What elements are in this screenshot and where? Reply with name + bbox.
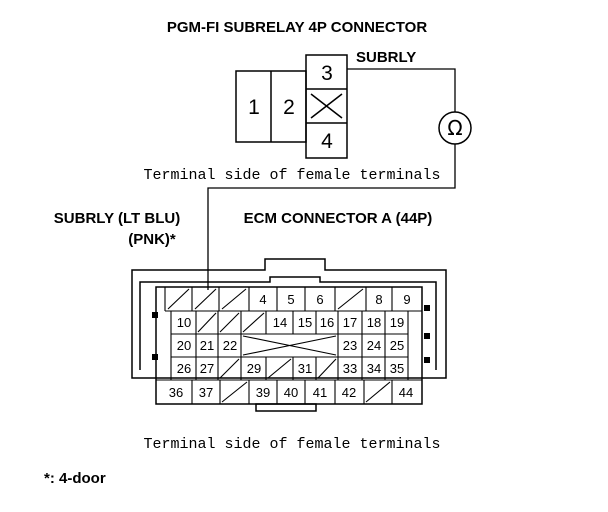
ecm-connector-housing: [131, 258, 447, 412]
ecm-pin-21: 21: [200, 338, 214, 353]
ohm-symbol: Ω: [447, 116, 462, 140]
ecm-pin-42: 42: [342, 385, 356, 400]
ecm-pin-40: 40: [284, 385, 298, 400]
ecm-pin-16: 16: [320, 315, 334, 330]
ecm-pin-39: 39: [256, 385, 270, 400]
ecm-pin-14: 14: [273, 315, 287, 330]
ecm-pin-8: 8: [375, 292, 382, 307]
subrelay-connector-title: PGM-FI SUBRELAY 4P CONNECTOR: [167, 19, 427, 36]
ecm-pin-44: 44: [399, 385, 413, 400]
ecm-pin-5: 5: [287, 292, 294, 307]
ecm-pin-grid: [156, 287, 422, 404]
ecm-pin-17: 17: [343, 315, 357, 330]
subrelay-pin-4: 4: [321, 130, 333, 153]
ecm-pin-23: 23: [343, 338, 357, 353]
footnote: *: 4-door: [44, 470, 106, 487]
ecm-pin-41: 41: [313, 385, 327, 400]
ecm-pin-9: 9: [403, 292, 410, 307]
ecm-pin-6: 6: [316, 292, 323, 307]
ecm-pin-37: 37: [199, 385, 213, 400]
ecm-pin-33: 33: [343, 361, 357, 376]
ecm-connector-title: ECM CONNECTOR A (44P): [244, 210, 433, 227]
ecm-pin-31: 31: [298, 361, 312, 376]
ecm-pin-20: 20: [177, 338, 191, 353]
ecm-pin-34: 34: [367, 361, 381, 376]
wire-to-ohmmeter: [347, 68, 456, 112]
ecm-pin-10: 10: [177, 315, 191, 330]
ecm-pin-35: 35: [390, 361, 404, 376]
subrelay-pin-1: 1: [248, 96, 260, 119]
ecm-pin-15: 15: [298, 315, 312, 330]
subrelay-pin-3: 3: [321, 62, 333, 85]
ecm-pin-29: 29: [247, 361, 261, 376]
subrelay-connector: [235, 54, 348, 159]
wire-color-label: SUBRLY (LT BLU): [54, 210, 180, 227]
subrelay-right-block: [305, 54, 348, 159]
ecm-pin-26: 26: [177, 361, 191, 376]
subrelay-pin-2: 2: [283, 96, 295, 119]
ecm-latch-marks: [152, 305, 430, 363]
ecm-terminal-side-text: Terminal side of female terminals: [143, 436, 440, 453]
ecm-pin-4: 4: [259, 292, 266, 307]
ecm-pin-27: 27: [200, 361, 214, 376]
wire-ohmmeter-return: [207, 144, 456, 290]
ecm-pin-18: 18: [367, 315, 381, 330]
ecm-empty-cavities: [167, 288, 391, 403]
subrly-terminal-label: SUBRLY: [356, 49, 416, 66]
subrelay-terminal-side-text: Terminal side of female terminals: [143, 167, 440, 184]
ecm-pin-24: 24: [367, 338, 381, 353]
ecm-pin-19: 19: [390, 315, 404, 330]
ecm-pin-22: 22: [223, 338, 237, 353]
wire-color-label-alt: (PNK)*: [128, 231, 176, 248]
ecm-pin-36: 36: [169, 385, 183, 400]
ecm-pin-25: 25: [390, 338, 404, 353]
